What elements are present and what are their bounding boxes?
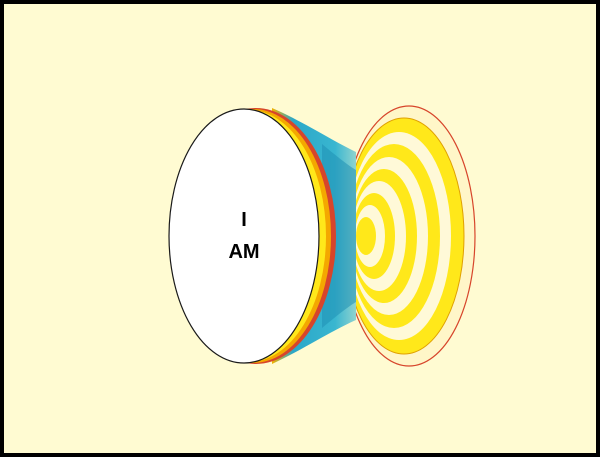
- wave-rings: [343, 106, 475, 366]
- label-line-1: I: [241, 209, 247, 231]
- disc-face: [169, 109, 319, 363]
- label-line-2: AM: [228, 241, 259, 263]
- wave-ring: [356, 217, 376, 255]
- sound-emanation-diagram: I AM: [4, 4, 600, 461]
